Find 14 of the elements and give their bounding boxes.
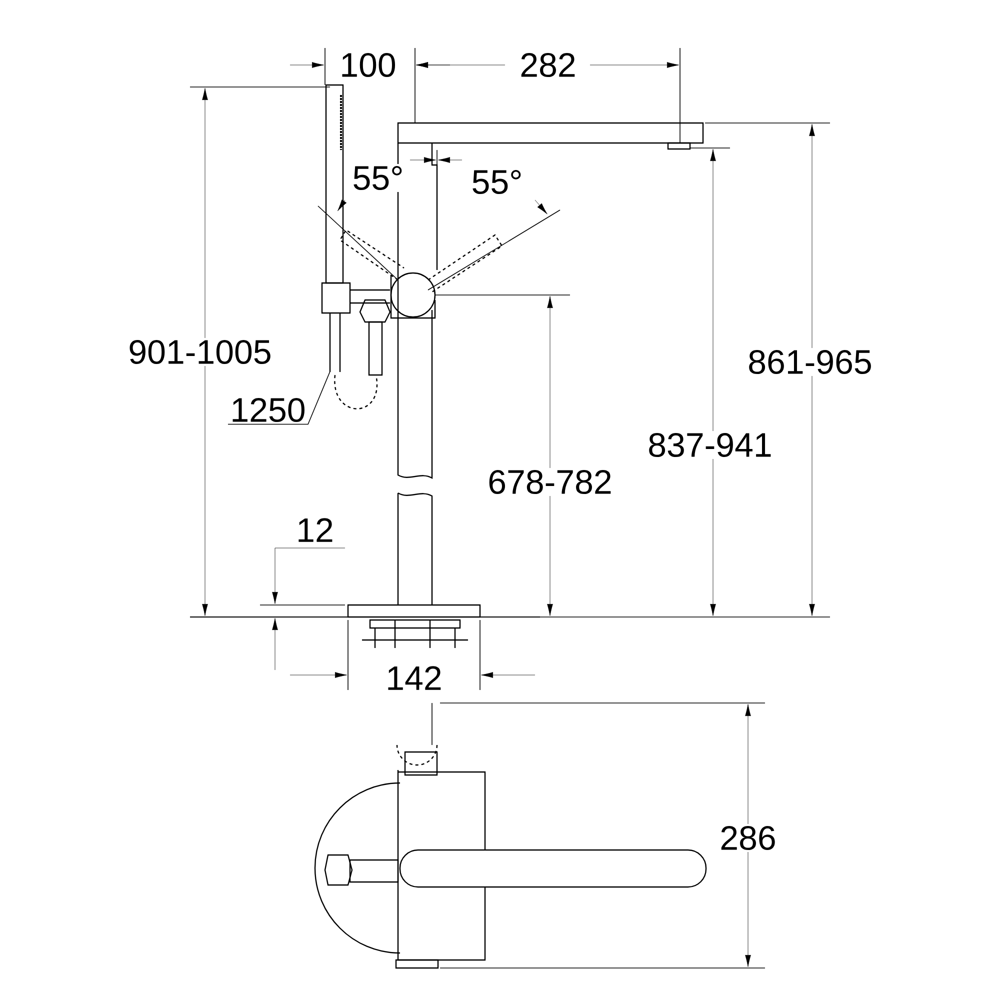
dimension-label: 12 [294,516,336,544]
leader-line [228,372,330,425]
hose-drawing [329,313,378,410]
dimension-label: 678-782 [486,468,614,496]
dimension-label: 100 [338,50,398,80]
dimension-label: 861-965 [746,348,874,376]
dimension-label: 142 [384,664,444,692]
dimension-label: 1250 [232,398,304,422]
dimension-label: 55° [469,168,525,196]
dimension-label: 286 [718,824,778,852]
dimension-label: 901-1005 [126,338,274,366]
dimension-label: 837-941 [646,430,774,460]
dimension-label: 282 [518,50,578,80]
dimension-label: 55° [350,164,406,192]
